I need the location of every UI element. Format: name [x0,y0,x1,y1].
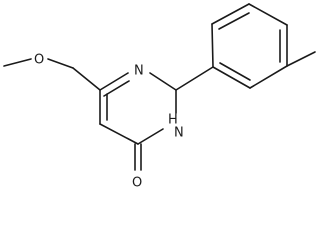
bond-ar6-ar1-double [219,62,251,81]
bond-ar1-ar2 [211,23,214,68]
carbonyl-oxygen-label: O [132,176,142,191]
bond-ar3-ar4 [248,3,288,26]
bond-n3-c4 [137,128,164,145]
bond-ch2-c6 [72,67,101,91]
bond-methoxy-o-ch2 [47,58,74,69]
bond-c2-aryl [175,66,214,91]
bond-ar5-methyl [286,51,316,67]
bond-ar2-ar3 [211,3,250,25]
bond-c6-n1-double [103,80,130,97]
bond-ar2-ar3-double [218,12,250,30]
methoxy-oxygen-label: O [34,53,44,68]
ring-nh-nitrogen-label: H [168,113,178,128]
bond-c4-c5 [99,123,139,145]
bond-methyl-methoxy-o [3,58,32,67]
ring-nh-hydrogen-label: N [174,126,184,141]
ring-nitrogen-top-label: N [134,64,144,79]
bond-ar6-ar1 [212,66,251,89]
bond-n1-c2 [149,72,177,91]
bond-ar5-ar6 [249,65,288,89]
bond-c6-n1 [99,72,129,91]
chemical-structure: O N H N O [3,3,316,191]
